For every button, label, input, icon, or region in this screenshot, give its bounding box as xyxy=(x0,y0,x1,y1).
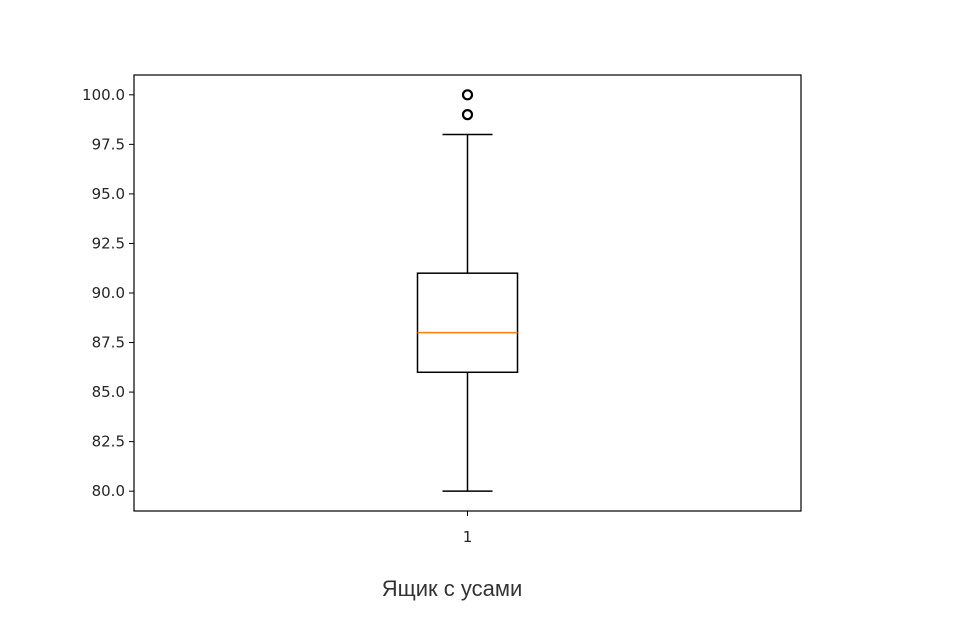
outlier-point xyxy=(461,89,474,101)
y-tick-label: 90.0 xyxy=(92,284,125,302)
x-axis: 1 xyxy=(463,511,473,546)
y-tick-label: 97.5 xyxy=(92,135,125,153)
y-tick-label: 82.5 xyxy=(92,433,125,451)
x-tick-label: 1 xyxy=(463,528,473,546)
y-tick-label: 85.0 xyxy=(92,383,125,401)
box-group xyxy=(416,89,519,492)
interquartile-box xyxy=(416,272,519,374)
y-axis: 80.0 82.5 85.0 87.5 90.0 92.5 95.0 97.5 100.0 xyxy=(82,86,134,500)
y-tick-label: 87.5 xyxy=(92,334,125,352)
y-tick-label: 95.0 xyxy=(92,185,125,203)
outlier-point xyxy=(461,109,474,121)
y-tick-label: 92.5 xyxy=(92,234,125,252)
y-tick-label: 80.0 xyxy=(92,482,125,500)
y-tick-label: 100.0 xyxy=(82,86,125,104)
chart-caption: Ящик с усами xyxy=(381,576,523,601)
